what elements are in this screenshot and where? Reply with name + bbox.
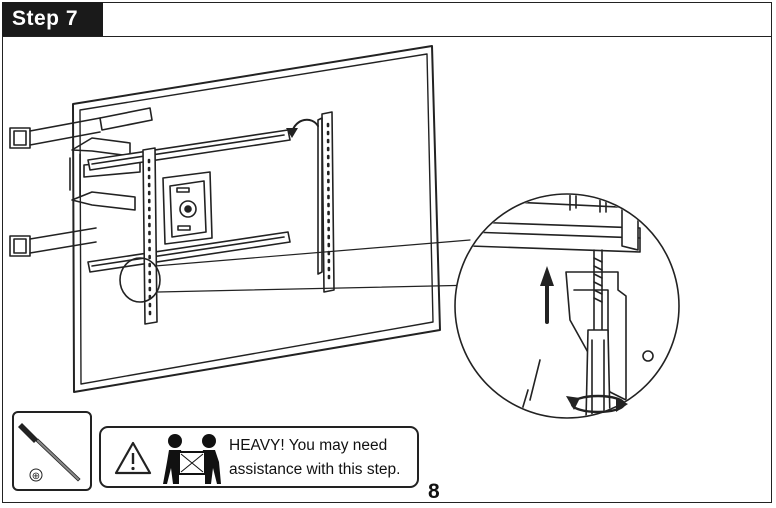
tool-box: ⊕ bbox=[12, 411, 92, 491]
up-arrow-icon bbox=[540, 266, 554, 324]
vertical-bracket-left bbox=[142, 147, 158, 325]
screwdriver-icon: ⊕ bbox=[18, 423, 81, 482]
vertical-bracket-right bbox=[317, 111, 335, 293]
header-rule bbox=[2, 36, 772, 37]
detail-circle bbox=[454, 193, 680, 419]
page-number: 8 bbox=[428, 480, 440, 503]
warning-line-1: HEAVY! You may need bbox=[229, 437, 388, 454]
step-title: Step 7 bbox=[2, 2, 103, 36]
warning-triangle-icon bbox=[114, 441, 152, 475]
phillips-symbol: ⊕ bbox=[32, 471, 40, 482]
warning-box: HEAVY! You may need assistance with this… bbox=[99, 426, 419, 488]
tv-panel bbox=[72, 45, 441, 393]
warning-text: HEAVY! You may need assistance with this… bbox=[229, 434, 419, 482]
callout-source bbox=[119, 257, 161, 303]
horizontal-rails bbox=[87, 129, 291, 273]
page-frame bbox=[2, 2, 772, 503]
rotate-arrow-icon bbox=[566, 394, 628, 414]
center-plate bbox=[162, 171, 213, 245]
two-person-lift-icon bbox=[163, 434, 221, 484]
warning-line-2: assistance with this step. bbox=[229, 461, 401, 478]
hook-arrow-icon bbox=[286, 118, 319, 138]
